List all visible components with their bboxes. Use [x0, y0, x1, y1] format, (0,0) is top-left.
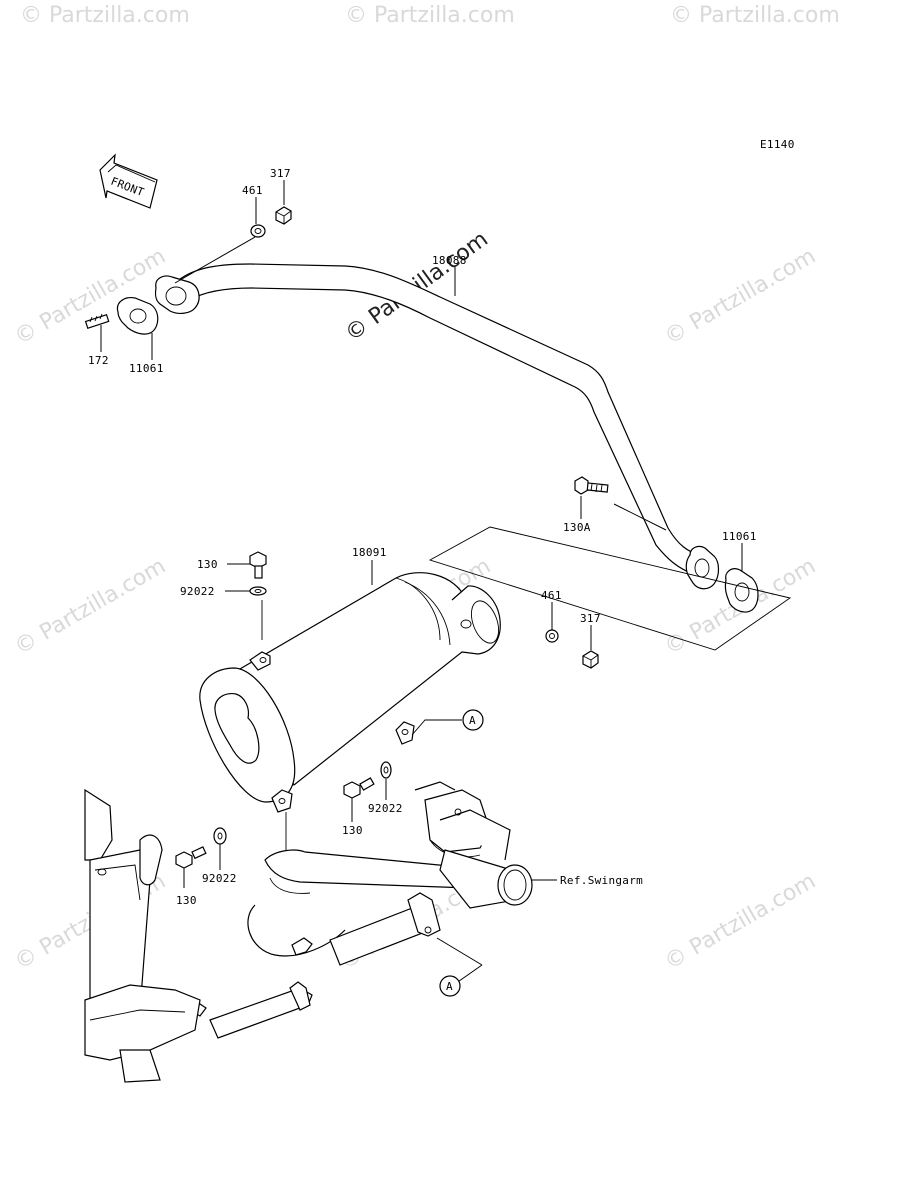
watermark: © Partzilla.com — [20, 3, 190, 28]
callout-92022-upper: 92022 — [180, 585, 215, 598]
callout-ref-swingarm: Ref.Swingarm — [560, 874, 643, 887]
ref-a-upper: A — [462, 709, 484, 731]
ref-a-upper-label: A — [469, 714, 476, 727]
washer-top — [250, 224, 266, 238]
stud — [84, 313, 110, 329]
watermark: © Partzilla.com — [661, 869, 821, 976]
callout-130-top: 130 — [197, 558, 218, 571]
callout-461-top: 461 — [242, 184, 263, 197]
callout-92022-lower: 92022 — [202, 872, 237, 885]
bolt-lower — [175, 846, 207, 869]
leader-lines — [100, 180, 743, 987]
frame-structure — [84, 781, 533, 1083]
watermark: © Partzilla.com — [345, 3, 515, 28]
callout-130-mid: 130 — [342, 824, 363, 837]
callout-130-lower: 130 — [176, 894, 197, 907]
washer-right — [545, 629, 559, 643]
nut-top — [275, 206, 292, 225]
exhaust-pipe — [154, 263, 720, 590]
callout-172: 172 — [88, 354, 109, 367]
washer-upper — [249, 586, 267, 596]
callout-317-top: 317 — [270, 167, 291, 180]
washer-mid — [380, 761, 392, 779]
bolt-mid — [343, 777, 375, 799]
watermark: © Partzilla.com — [670, 3, 840, 28]
bolt-130a — [574, 476, 609, 495]
callout-11061-rear: 11061 — [722, 530, 757, 543]
gasket-rear — [724, 568, 759, 613]
callout-labels: 317 461 172 11061 18088 130A 11061 130 9… — [88, 167, 757, 907]
nut-right — [582, 650, 599, 669]
front-arrow-icon: FRONT — [99, 153, 158, 209]
callout-92022-mid: 92022 — [368, 802, 403, 815]
watermark-layer: © Partzilla.com © Partzilla.com © Partzi… — [11, 3, 840, 975]
callout-317-right: 317 — [580, 612, 601, 625]
watermark: © Partzilla.com — [661, 244, 821, 351]
gasket-front — [116, 297, 159, 335]
callout-18088: 18088 — [432, 254, 467, 267]
bolt-top — [249, 551, 267, 579]
callout-18091: 18091 — [352, 546, 387, 559]
callout-461-right: 461 — [541, 589, 562, 602]
ref-a-lower: A — [439, 975, 461, 997]
callout-130a: 130A — [563, 521, 591, 534]
watermark: © Partzilla.com — [11, 554, 171, 661]
callout-11061-front: 11061 — [129, 362, 164, 375]
muffler — [199, 572, 501, 813]
washer-lower — [213, 827, 227, 845]
ref-a-lower-label: A — [446, 980, 453, 993]
diagram-code: E1140 — [760, 138, 795, 151]
